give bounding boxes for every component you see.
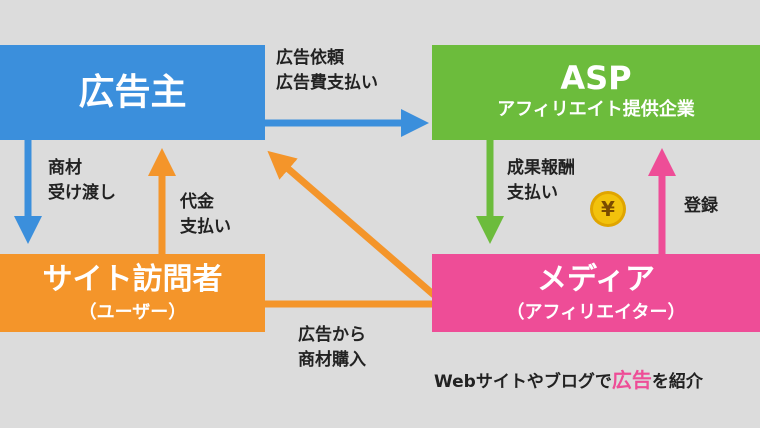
label-asp-to-media-line2: 支払い xyxy=(507,183,558,203)
visitor-title: サイト訪問者 xyxy=(42,262,223,297)
label-advertiser-to-asp-line2: 広告費支払い xyxy=(276,73,378,93)
label-advertiser-to-visitor-line2: 受け渡し xyxy=(48,183,116,203)
label-asp-to-media: 成果報酬 支払い xyxy=(507,156,575,206)
label-media-to-visitor-line1: 広告から xyxy=(298,325,366,345)
media-title: メディア xyxy=(537,262,655,297)
caption-post: を紹介 xyxy=(651,372,703,392)
node-media: メディア （アフィリエイター） xyxy=(432,254,760,332)
coin-symbol: ¥ xyxy=(601,197,615,221)
label-advertiser-to-visitor-line1: 商材 xyxy=(48,158,82,178)
node-advertiser: 広告主 xyxy=(0,45,265,140)
label-advertiser-to-asp-line1: 広告依頼 xyxy=(276,48,344,68)
label-media-to-visitor: 広告から 商材購入 xyxy=(298,323,366,373)
label-advertiser-to-asp: 広告依頼 広告費支払い xyxy=(276,46,378,96)
asp-title: ASP xyxy=(560,59,632,97)
node-asp: ASP アフィリエイト提供企業 xyxy=(432,45,760,140)
label-media-to-visitor-line2: 商材購入 xyxy=(298,350,366,370)
advertiser-title: 広告主 xyxy=(78,72,187,113)
caption-pre: Webサイトやブログで xyxy=(434,372,612,392)
media-subtitle: （アフィリエイター） xyxy=(506,302,686,323)
label-visitor-to-advertiser: 代金 支払い xyxy=(180,190,231,240)
label-media-to-asp-line1: 登録 xyxy=(684,196,718,216)
label-media-to-asp: 登録 xyxy=(684,194,718,219)
node-visitor: サイト訪問者 （ユーザー） xyxy=(0,254,265,332)
label-visitor-to-advertiser-line2: 支払い xyxy=(180,217,231,237)
media-caption: Webサイトやブログで広告を紹介 xyxy=(434,364,703,393)
label-asp-to-media-line1: 成果報酬 xyxy=(507,158,575,178)
caption-highlight: 広告 xyxy=(611,368,652,392)
yen-coin-icon: ¥ xyxy=(590,191,626,227)
visitor-subtitle: （ユーザー） xyxy=(78,302,187,323)
label-visitor-to-advertiser-line1: 代金 xyxy=(180,192,214,212)
asp-subtitle: アフィリエイト提供企業 xyxy=(497,99,695,120)
arrow-media-to-advertiser xyxy=(267,150,437,298)
label-advertiser-to-visitor: 商材 受け渡し xyxy=(48,156,116,206)
